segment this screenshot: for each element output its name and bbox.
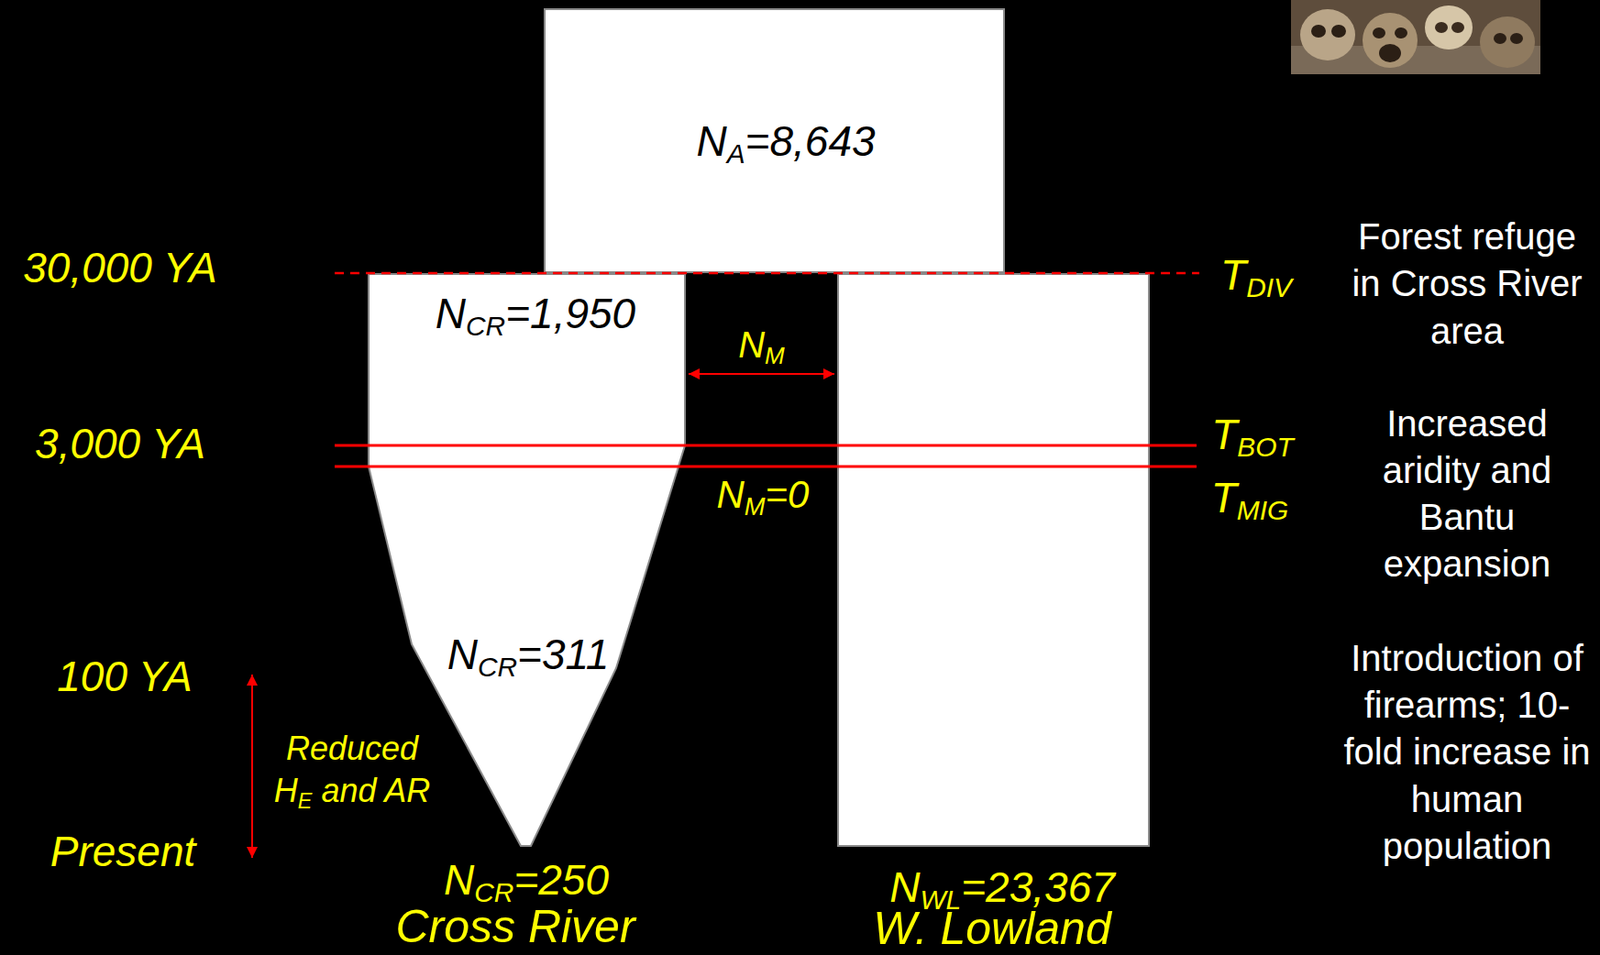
skull	[1300, 9, 1356, 61]
event-note: Introduction of firearms; 10-fold increa…	[1342, 635, 1592, 871]
eye-socket	[1493, 33, 1507, 45]
text-holder: NM	[738, 323, 785, 366]
connector-group	[688, 374, 835, 376]
eye-socket	[1451, 22, 1465, 34]
subscript: CR	[465, 310, 506, 342]
text-holder: NCR=250	[443, 856, 609, 905]
text-holder: 3,000 YA	[34, 419, 206, 469]
text-holder: Forest refuge in Cross River area	[1342, 213, 1592, 355]
eye-socket	[1331, 24, 1347, 38]
time-label: Present	[50, 827, 197, 877]
subscript: M	[764, 342, 785, 370]
diversity-note: Reduced HE and AR	[264, 728, 440, 813]
text-holder: 30,000 YA	[22, 243, 217, 293]
eye-socket	[1510, 33, 1523, 45]
text-holder: W. Lowland	[872, 903, 1111, 955]
migration-stop-line	[334, 465, 1197, 469]
population-box: NA=8,643	[543, 8, 1005, 274]
text-holder: 100 YA	[56, 652, 193, 702]
subscript: E	[297, 789, 313, 814]
time-label: 3,000 YA	[34, 419, 206, 469]
population-size: NCR=1,950	[435, 289, 636, 339]
migration-arrow	[688, 373, 835, 376]
subscript: MIG	[1236, 495, 1289, 526]
text-holder: NA=8,643	[695, 117, 875, 166]
text-holder: TDIV	[1220, 251, 1292, 300]
skull	[1362, 12, 1418, 68]
eye-socket	[1311, 24, 1326, 38]
subscript: M	[744, 491, 766, 520]
text-holder: TBOT	[1211, 410, 1294, 460]
eye-socket	[1434, 22, 1448, 34]
photo-ground	[1291, 0, 1541, 75]
divergence-line	[334, 272, 1200, 276]
text-holder: Introduction of firearms; 10-fold increa…	[1342, 635, 1592, 871]
subscript: DIV	[1246, 272, 1292, 303]
population-size: NCR=311	[447, 630, 610, 680]
text-holder: Reduced HE and AR	[264, 728, 440, 813]
event-note: Increased aridity and Bantu expansion	[1342, 400, 1592, 589]
subscript: A	[727, 138, 746, 169]
subscript: BOT	[1236, 431, 1293, 463]
population-size: NCR=250	[443, 856, 609, 905]
text-holder: TMIG	[1211, 474, 1290, 523]
event-time: TBOT	[1211, 410, 1294, 460]
text-holder: Increased aridity and Bantu expansion	[1342, 400, 1592, 589]
time-label: 100 YA	[56, 652, 193, 702]
population-name: Cross River	[395, 901, 635, 955]
eye-socket	[1394, 27, 1408, 39]
time-label: 30,000 YA	[22, 243, 217, 293]
text-holder: Cross River	[395, 901, 635, 955]
event-time: TMIG	[1211, 474, 1290, 523]
eye-socket	[1372, 27, 1386, 39]
text-holder: NCR=311	[447, 630, 610, 680]
event-note: Forest refuge in Cross River area	[1342, 213, 1592, 355]
migration-label: NM	[738, 323, 785, 366]
population-box: NWL=23,367W. Lowland	[837, 273, 1150, 848]
text-holder: NM=0	[717, 473, 810, 518]
bottleneck-line	[334, 444, 1197, 448]
text-holder: Present	[50, 827, 197, 877]
event-time: TDIV	[1220, 251, 1292, 300]
subscript: CR	[477, 651, 518, 683]
skull-mouth	[1379, 44, 1402, 63]
skull	[1479, 16, 1535, 68]
migration-label: NM=0	[717, 473, 810, 518]
population-name: W. Lowland	[872, 903, 1111, 955]
population-size: NA=8,643	[695, 117, 875, 166]
skull-photo	[1291, 0, 1541, 75]
skull	[1424, 5, 1473, 50]
period-arrow	[251, 674, 254, 859]
text-holder: NCR=1,950	[435, 289, 636, 339]
